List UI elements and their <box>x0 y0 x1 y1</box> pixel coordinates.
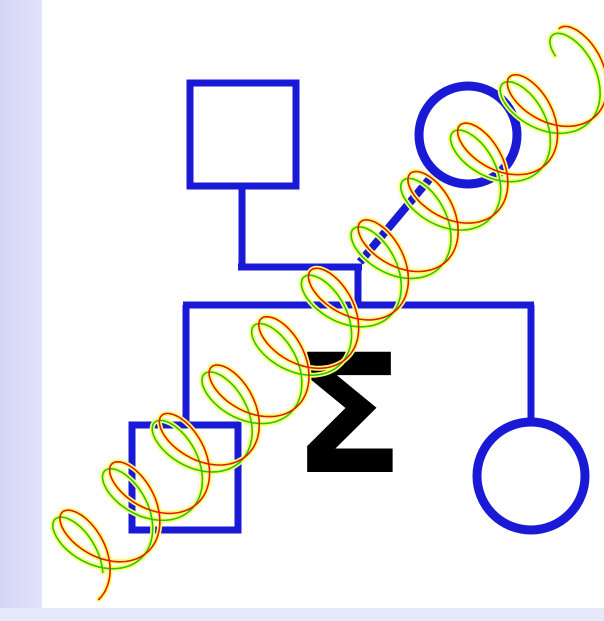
child-daughter-circle <box>477 422 585 530</box>
helix-strand-red <box>60 26 604 599</box>
helix-glow-b <box>60 26 604 599</box>
parent-male-square <box>190 83 296 186</box>
dna-helix <box>53 26 604 599</box>
